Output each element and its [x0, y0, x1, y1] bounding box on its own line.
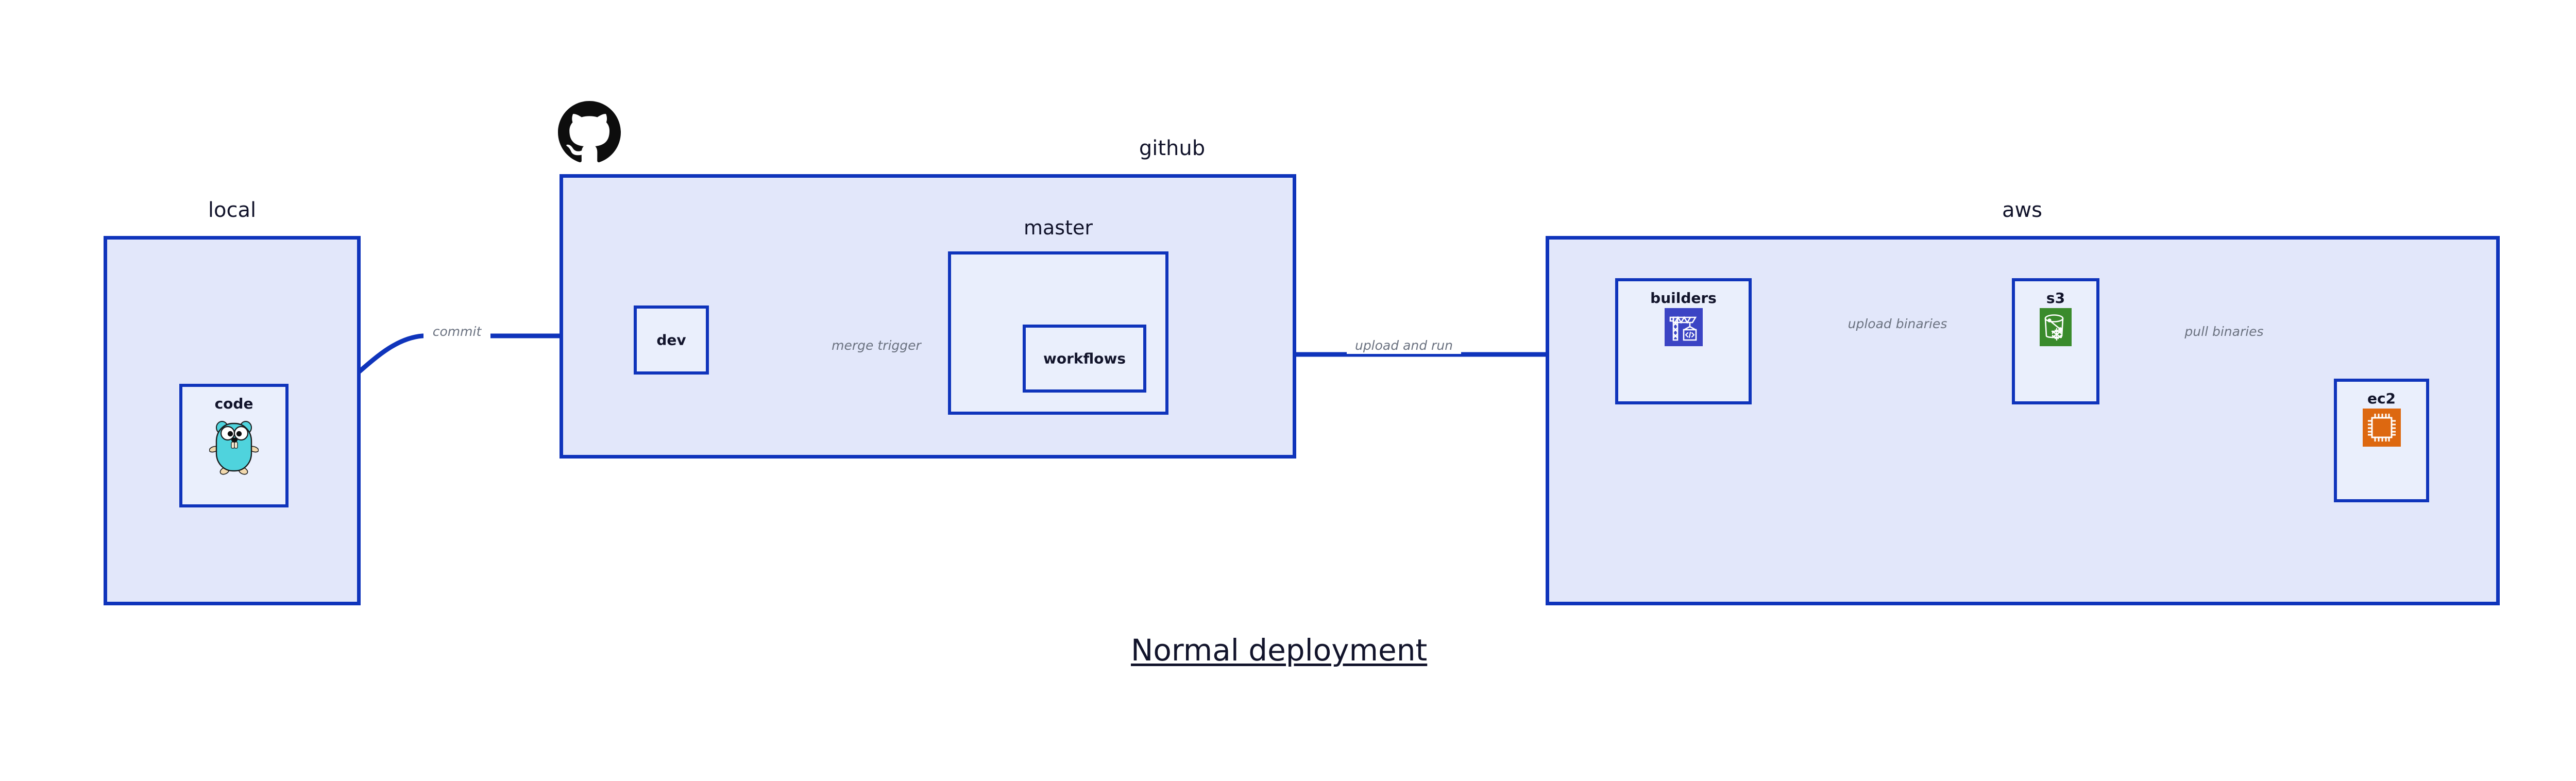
node-builders-label: builders — [1650, 290, 1717, 307]
node-workflows-label: workflows — [1043, 350, 1126, 367]
edge-merge-trigger-label: merge trigger — [832, 338, 921, 353]
diagram-title: Normal deployment — [1131, 633, 1428, 668]
node-code-label: code — [214, 395, 253, 412]
group-aws-label: aws — [2002, 198, 2043, 222]
aws-ec2-chip-icon — [2362, 409, 2401, 449]
group-github-label: github — [1139, 137, 1206, 160]
node-code[interactable]: code — [179, 384, 289, 507]
aws-s3-glacier-icon — [2040, 308, 2072, 349]
edge-upload-and-run-label: upload and run — [1354, 338, 1453, 353]
group-local-label: local — [208, 198, 257, 222]
node-ec2-label: ec2 — [2367, 390, 2396, 407]
edge-commit-label-bg — [423, 324, 490, 340]
subgroup-master-label: master — [1023, 216, 1093, 239]
edge-commit-label: commit — [432, 324, 482, 339]
node-builders[interactable]: builders — [1615, 278, 1752, 404]
node-dev-label: dev — [656, 331, 686, 349]
go-gopher-icon — [209, 415, 259, 480]
edge-upload-binaries-label: upload binaries — [1848, 316, 1947, 331]
node-dev[interactable]: dev — [634, 305, 709, 375]
aws-codebuild-icon — [1664, 308, 1703, 349]
node-s3[interactable]: s3 — [2012, 278, 2099, 404]
edge-merge-trigger-label-bg — [822, 338, 930, 354]
edge-upload-and-run-label-bg — [1347, 338, 1461, 354]
github-octocat-icon — [558, 101, 621, 166]
edge-pull-binaries-label: pull binaries — [2184, 324, 2264, 339]
node-ec2[interactable]: ec2 — [2334, 379, 2429, 502]
node-workflows[interactable]: workflows — [1023, 325, 1146, 393]
edge-pull-binaries-label-bg — [2175, 324, 2273, 340]
node-s3-label: s3 — [2046, 290, 2065, 307]
edge-upload-binaries-label-bg — [1838, 316, 1957, 332]
